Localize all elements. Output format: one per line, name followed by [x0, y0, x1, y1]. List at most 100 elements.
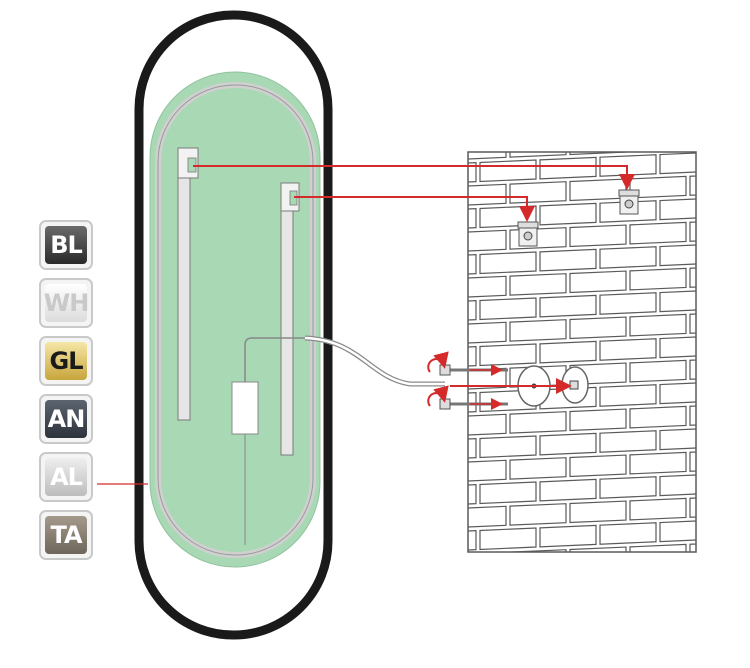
brick	[569, 500, 627, 524]
brick	[468, 438, 477, 459]
brick	[390, 95, 446, 116]
brick	[629, 313, 687, 337]
brick	[689, 175, 696, 196]
brick	[479, 297, 537, 321]
brick	[420, 577, 476, 598]
brick	[629, 497, 687, 521]
brick	[629, 405, 687, 429]
brick	[330, 420, 386, 441]
brick	[468, 300, 477, 321]
brick	[539, 156, 597, 180]
brick	[720, 333, 750, 354]
brick	[450, 92, 506, 113]
brick	[509, 227, 567, 250]
brick	[600, 109, 656, 130]
hanging-rail-left	[177, 147, 199, 421]
brick	[660, 106, 716, 127]
brick	[360, 579, 416, 600]
brick	[720, 563, 750, 584]
brick	[629, 152, 642, 153]
finish-badge-al: AL	[39, 452, 93, 502]
brick	[479, 251, 537, 275]
brick	[468, 392, 477, 413]
brick	[468, 530, 477, 551]
brick	[689, 543, 696, 552]
brick	[360, 165, 416, 186]
brick	[720, 425, 750, 446]
brick	[629, 451, 687, 475]
brick	[360, 211, 416, 232]
brick	[690, 128, 746, 149]
brick	[509, 503, 567, 526]
brick	[468, 162, 477, 183]
hanging-rail-right	[280, 182, 300, 456]
brick	[510, 596, 566, 617]
brick	[509, 549, 567, 552]
brick	[540, 571, 596, 592]
brick	[479, 527, 537, 551]
brick	[509, 181, 567, 204]
brick	[509, 457, 567, 480]
brick	[468, 275, 507, 298]
brick	[629, 267, 687, 291]
screw-icon	[439, 364, 508, 376]
brick	[689, 313, 696, 334]
brick	[689, 405, 696, 426]
led-driver	[231, 337, 305, 545]
brick	[569, 546, 627, 552]
brick	[629, 543, 687, 552]
hook-leader-lines	[193, 165, 635, 222]
brick	[420, 117, 476, 138]
brick	[540, 111, 596, 132]
brick	[390, 279, 446, 300]
brick	[539, 432, 597, 456]
mirror-frame	[134, 10, 333, 640]
brick	[480, 114, 536, 135]
brick	[509, 319, 567, 342]
brick	[468, 321, 507, 344]
brick	[569, 270, 627, 294]
brick	[468, 459, 507, 482]
brick	[360, 441, 416, 462]
brick	[720, 471, 750, 492]
finish-badge-label: TA	[45, 516, 87, 554]
brick	[630, 590, 686, 611]
brick	[360, 487, 416, 508]
brick	[720, 379, 750, 400]
brick	[390, 417, 446, 438]
finish-badge-bl: BL	[39, 220, 93, 270]
brick	[390, 141, 446, 162]
brick	[659, 336, 696, 359]
brick	[569, 408, 627, 432]
brick	[510, 90, 566, 111]
brick	[330, 604, 386, 625]
finish-badge-an: AN	[39, 394, 93, 444]
brick	[468, 229, 507, 252]
brick	[659, 244, 696, 267]
finish-badge-ta: TA	[39, 510, 93, 560]
brick	[689, 497, 696, 518]
brick	[509, 273, 567, 296]
brick	[360, 533, 416, 554]
brick	[330, 512, 386, 533]
finish-badge-label: AN	[45, 400, 87, 438]
brick	[570, 87, 626, 108]
brick	[330, 144, 386, 165]
brick	[390, 325, 446, 346]
brick	[629, 221, 687, 245]
brick	[599, 246, 657, 269]
brick	[599, 292, 657, 315]
brick	[570, 593, 626, 614]
brick	[479, 435, 537, 459]
brick	[480, 574, 536, 595]
brick	[689, 221, 696, 242]
brick	[539, 340, 597, 364]
brick	[468, 484, 477, 505]
brick	[330, 466, 386, 487]
brick	[629, 359, 687, 383]
brick	[600, 615, 656, 636]
brick	[659, 428, 696, 451]
brick	[660, 612, 716, 633]
brick	[479, 159, 537, 183]
brick	[569, 224, 627, 248]
